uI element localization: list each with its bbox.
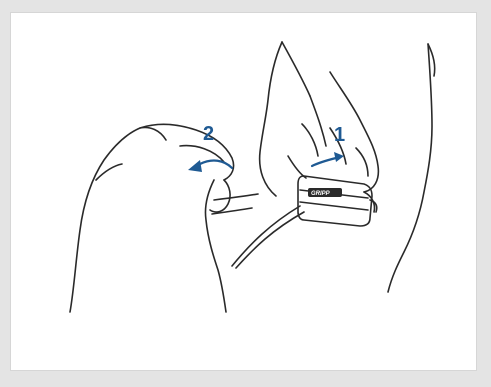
arrow-icon — [312, 152, 344, 166]
device: GRIPP — [298, 176, 377, 226]
step-1: 1 — [312, 124, 345, 166]
right-hand — [260, 42, 435, 292]
curved-arrow-icon — [188, 160, 232, 172]
step-1-label: 1 — [334, 124, 345, 146]
left-hand — [70, 124, 258, 312]
step-2-label: 2 — [203, 123, 214, 145]
cable — [232, 206, 304, 268]
device-logo-text: GRIPP — [311, 191, 331, 197]
